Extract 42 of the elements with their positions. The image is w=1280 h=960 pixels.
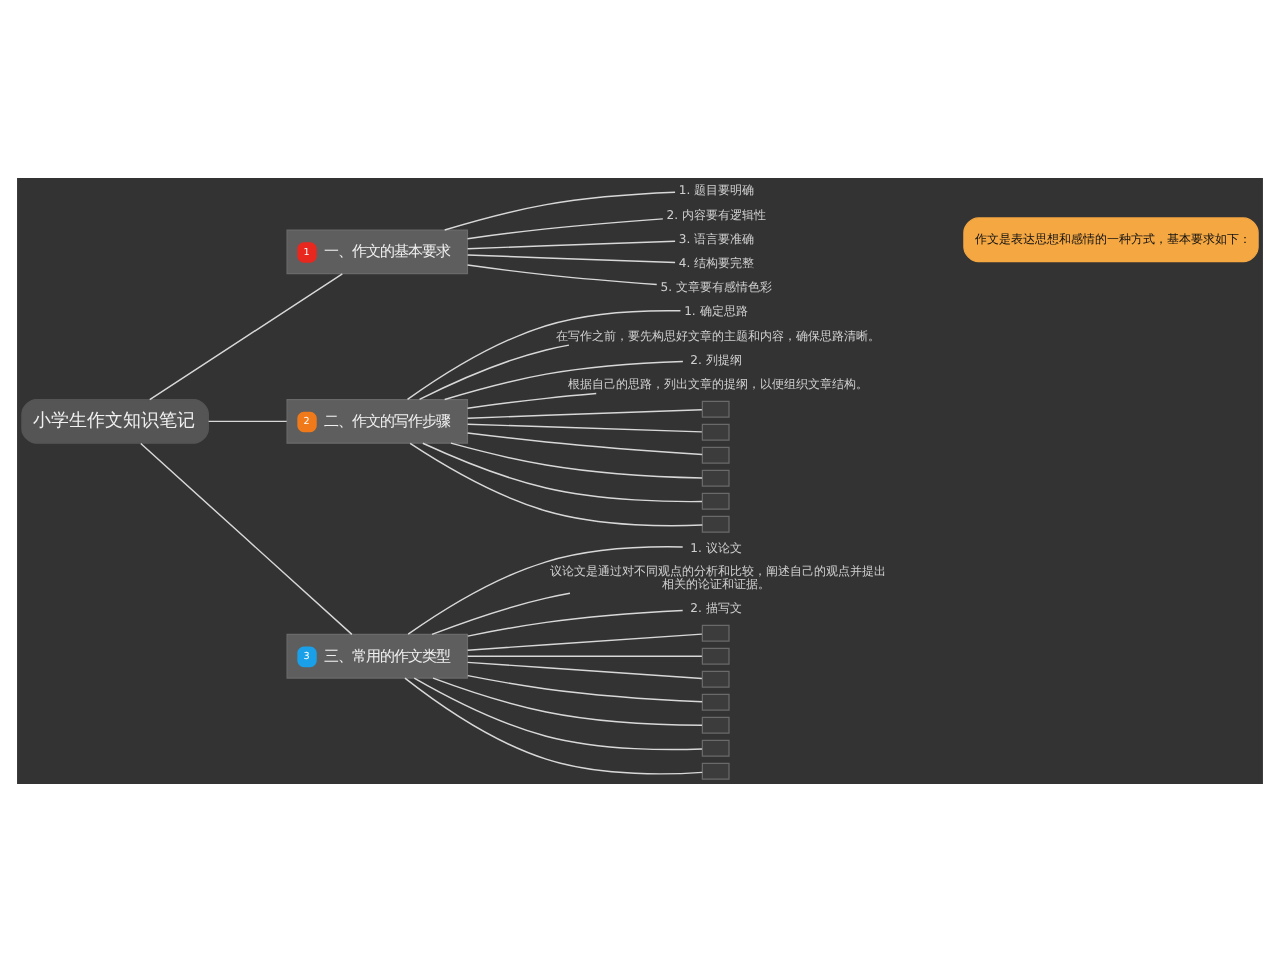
- connector: [467, 673, 703, 702]
- connector: [422, 441, 703, 502]
- connector: [431, 591, 571, 635]
- connector: [409, 441, 704, 526]
- connector: [443, 359, 684, 400]
- connector: [149, 272, 344, 400]
- connector: [404, 676, 703, 774]
- node-box: [701, 514, 730, 532]
- connector: [466, 391, 597, 408]
- connector: [407, 545, 684, 634]
- connector: [466, 263, 658, 285]
- connector: [466, 660, 703, 679]
- node-box: [701, 715, 730, 733]
- node-box: [701, 692, 730, 710]
- connector: [467, 608, 684, 636]
- connector: [466, 239, 676, 249]
- node-box: [701, 468, 730, 486]
- connector: [207, 419, 288, 422]
- node-box: [701, 445, 730, 463]
- node-box: [701, 669, 730, 687]
- node-box: [701, 761, 730, 779]
- node-box: [701, 399, 730, 417]
- connector: [443, 190, 676, 230]
- connector: [432, 676, 703, 726]
- node-box: [701, 738, 730, 756]
- connector: [418, 343, 570, 400]
- node-box: [701, 623, 730, 641]
- connector: [450, 441, 703, 478]
- node-box: 小学生作文知识笔记: [21, 397, 209, 443]
- connector: [466, 431, 703, 455]
- connector: [466, 217, 664, 239]
- node-box: [701, 422, 730, 440]
- connector: [466, 632, 703, 650]
- connector: [466, 654, 703, 656]
- connector: [406, 308, 682, 400]
- node-box: [701, 646, 730, 664]
- connector: [140, 441, 353, 635]
- connector: [413, 676, 703, 750]
- connector: [466, 408, 703, 418]
- node-box: [701, 491, 730, 509]
- connector: [466, 253, 676, 263]
- connector: [466, 422, 703, 432]
